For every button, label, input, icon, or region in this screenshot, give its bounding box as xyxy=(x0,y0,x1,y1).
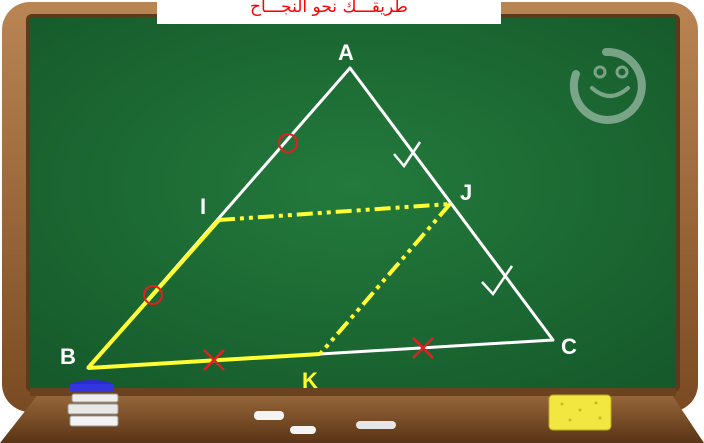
segment-jk xyxy=(318,202,452,356)
label-point-a: A xyxy=(338,40,354,65)
label-point-j: J xyxy=(460,180,472,205)
mark-check-jc xyxy=(481,265,514,297)
label-point-i: I xyxy=(200,194,206,219)
label-point-b: B xyxy=(60,344,76,369)
mark-cross-bk xyxy=(203,349,225,371)
chalk-piece-3 xyxy=(356,421,396,429)
mark-circle-ib xyxy=(143,285,163,305)
segment-bk xyxy=(87,352,321,370)
segment-bi xyxy=(86,218,221,370)
chalkboard xyxy=(30,18,676,390)
mark-cross-kc xyxy=(412,337,434,359)
mark-check-aj xyxy=(393,141,422,169)
chalk-icon xyxy=(254,411,284,420)
banner-title: طريقـــك نحو النجـــاح xyxy=(157,0,501,24)
label-point-c: C xyxy=(561,334,577,359)
chalk-tray xyxy=(0,392,704,443)
book-stack-icon xyxy=(67,380,119,427)
label-point-k: K xyxy=(302,368,318,393)
mark-circle-ai xyxy=(278,133,298,153)
sponge-icon xyxy=(548,394,612,431)
chalk-tray-ledge xyxy=(30,388,676,396)
chalk-piece-2 xyxy=(290,426,316,434)
smiley-icon xyxy=(569,47,646,124)
